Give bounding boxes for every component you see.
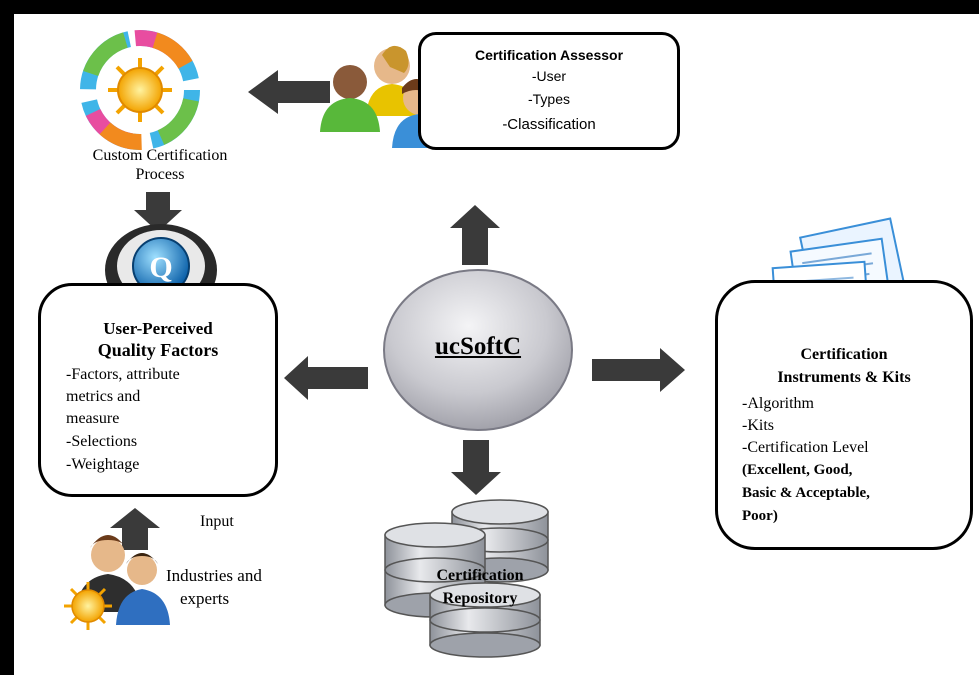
industries-label-1: Industries and — [166, 566, 262, 585]
quality-factors-line-2: metrics and — [66, 388, 141, 405]
svg-text:Q: Q — [149, 251, 172, 284]
instruments-box — [715, 280, 973, 550]
instruments-line-4: (Excellent, Good, — [742, 462, 853, 478]
instruments-title-1: Certification — [800, 346, 888, 363]
input-label: Input — [200, 513, 234, 530]
database-drum-front — [429, 582, 541, 658]
arrow-left-from-assessor — [248, 70, 330, 114]
assessor-item-user: -User — [531, 68, 567, 84]
instruments-line-6: Poor) — [742, 508, 778, 524]
instruments-line-2: -Kits — [742, 417, 774, 434]
assessor-box — [418, 32, 680, 150]
custom-process-label-2: Process — [135, 166, 185, 183]
quality-factors-line-3: measure — [66, 410, 120, 427]
instruments-title-2: Instruments & Kits — [777, 369, 911, 386]
assessor-title: Certification Assessor — [474, 47, 624, 63]
arrow-up-input — [110, 508, 160, 550]
quality-factors-line-4: -Selections — [66, 433, 138, 450]
instruments-line-1: -Algorithm — [742, 395, 814, 412]
instruments-line-5: Basic & Acceptable, — [742, 485, 870, 501]
instruments-line-3: -Certification Level — [742, 439, 869, 456]
quality-factors-title-2: Quality Factors — [97, 340, 219, 360]
quality-factors-line-5: -Weightage — [66, 456, 140, 473]
arrow-up-to-assessor — [450, 205, 500, 265]
arrow-left-to-quality — [284, 356, 368, 400]
experts-icon — [64, 535, 170, 630]
assessor-item-types: -Types — [527, 91, 570, 107]
cycle-process-icon — [80, 30, 200, 150]
arrow-right-to-instruments — [592, 348, 685, 392]
arrow-down-to-repository — [451, 440, 501, 495]
quality-factors-box — [38, 283, 278, 497]
repository-label-2: Repository — [442, 590, 518, 607]
arrow-down-to-quality — [134, 192, 182, 232]
sun-icon — [108, 58, 172, 122]
quality-factors-title-1: User-Perceived — [103, 319, 213, 338]
assessor-item-classification: -Classification — [502, 116, 596, 133]
hub-label: ucSoftC — [434, 333, 522, 360]
repository-label-1: Certification — [436, 567, 524, 584]
database-icon — [384, 499, 549, 658]
custom-process-label-1: Custom Certification — [92, 147, 228, 164]
industries-label-2: experts — [180, 589, 230, 608]
quality-factors-line-1: -Factors, attribute — [66, 366, 180, 383]
hub-ellipse — [383, 269, 573, 431]
